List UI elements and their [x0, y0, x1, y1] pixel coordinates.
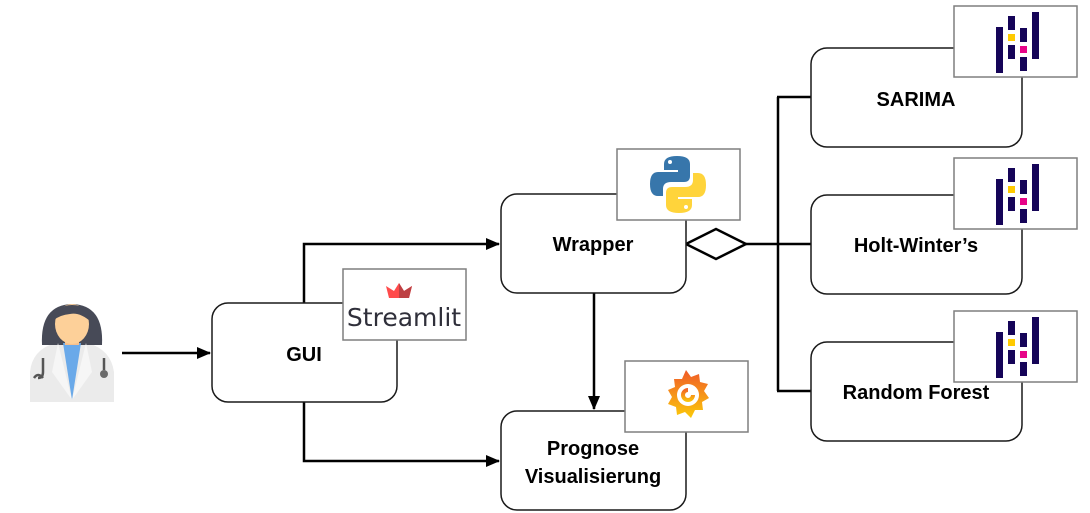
wrapper-label: Wrapper	[553, 234, 634, 256]
edge-gui-to-wrapper	[302, 238, 500, 303]
python-logo	[616, 148, 741, 221]
sarima-label: SARIMA	[877, 89, 956, 111]
grafana-icon	[668, 370, 709, 418]
prognose-label-line1: Prognose	[547, 438, 639, 460]
holt-winters-label: Holt-Winter’s	[854, 235, 978, 257]
random-forest-label: Random Forest	[843, 382, 990, 404]
grafana-logo	[624, 360, 749, 433]
pandas-logo-random-forest	[953, 310, 1078, 383]
node-prognose-visualisierung[interactable]: Prognose Visualisierung	[500, 410, 687, 511]
doctor-icon	[30, 304, 114, 402]
gui-label: GUI	[286, 344, 322, 366]
pandas-logo-sarima	[953, 5, 1078, 78]
streamlit-crown-icon	[386, 283, 412, 298]
streamlit-logo-text: Streamlit	[347, 303, 461, 332]
aggregation-diamond	[683, 227, 749, 261]
streamlit-logo: Streamlit	[342, 268, 467, 341]
edge-gui-to-prognose	[302, 402, 500, 467]
pandas-logo-holt-winters	[953, 157, 1078, 230]
python-icon	[650, 156, 706, 213]
prognose-label-line2: Visualisierung	[525, 466, 661, 488]
